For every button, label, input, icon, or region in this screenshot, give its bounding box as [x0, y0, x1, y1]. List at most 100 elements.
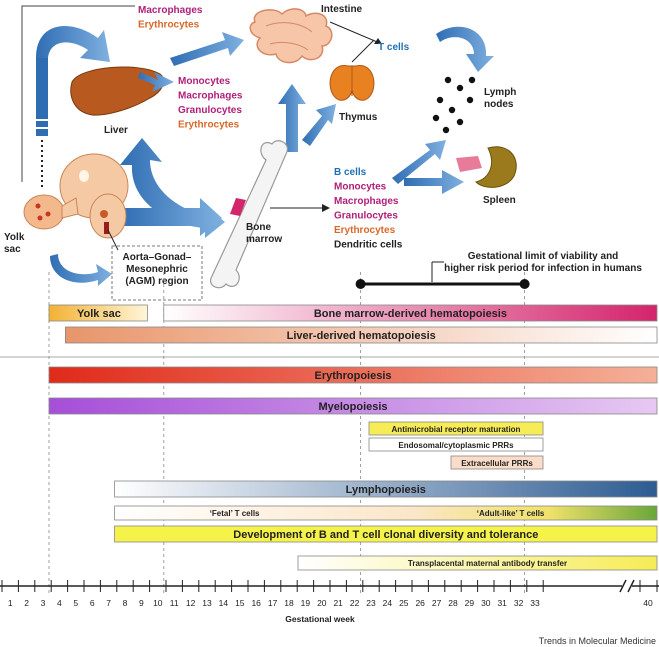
bone-to-cells-arrowhead: [322, 204, 330, 212]
week-tick-label: 20: [317, 598, 327, 608]
yolk-sac-illustration: [23, 194, 79, 230]
cell-type-label: Macrophages: [138, 5, 203, 16]
week-tick-label: 24: [383, 598, 393, 608]
intestine-tcells-arrowhead: [374, 38, 382, 44]
marrow-to-lymph-arrow: [392, 140, 446, 184]
agm-pointer-line: [107, 229, 119, 251]
thymus-label: Thymus: [339, 112, 378, 123]
yolk-sac-connector-line: [21, 5, 135, 140]
embryo-to-liver-curved-arrow: [120, 138, 225, 238]
marrow-to-thymus-arrow: [302, 104, 336, 146]
week-tick-label: 7: [106, 598, 111, 608]
marrow-to-spleen-arrow: [404, 170, 464, 194]
cell-type-label: Macrophages: [334, 196, 399, 207]
viability-range-start-dot: [355, 279, 366, 289]
yolk-to-agm-arrow: [50, 254, 112, 286]
cell-type-label: B cells: [334, 167, 367, 178]
week-tick-label: 16: [251, 598, 261, 608]
spleen-label: Spleen: [483, 195, 516, 206]
development-bar-label: Development of B and T cell clonal diver…: [233, 529, 538, 541]
timeline: Yolk sac Bone marrow-derived hematopoiesi…: [0, 272, 659, 624]
liver-bar: Liver-derived hematopoiesis: [65, 326, 658, 344]
agm-to-bone-marrow-arrow: [120, 198, 222, 236]
fetal-tcells-label: ‘Fetal’ T cells: [210, 509, 260, 518]
lymphopoiesis-bar: Lymphopoiesis: [114, 480, 658, 498]
antimicrobial-bar-label: Antimicrobial receptor maturation: [392, 425, 521, 434]
agm-box: [111, 245, 203, 301]
myelopoiesis-bar-label: Myelopoiesis: [318, 401, 387, 413]
thymus-to-tcells-line: [351, 39, 375, 63]
intestine-illustration: [249, 8, 333, 64]
credit-text: Trends in Molecular Medicine: [539, 636, 656, 646]
cell-type-label: Monocytes: [178, 76, 231, 87]
week-tick-label: 26: [415, 598, 425, 608]
week-tick-label: 10: [153, 598, 163, 608]
week-tick-label: 2: [24, 598, 29, 608]
cell-type-label: Erythrocytes: [334, 225, 396, 236]
liver-bar-label: Liver-derived hematopoiesis: [287, 330, 436, 342]
viability-range-line: [355, 279, 530, 289]
cell-type-label: Dendritic cells: [334, 240, 403, 251]
yolk-sac-bar: Yolk sac: [48, 304, 148, 322]
week-tick-label: 27: [432, 598, 442, 608]
cell-type-label: T cells: [378, 42, 410, 53]
erythropoiesis-bar-label: Erythropoiesis: [314, 370, 391, 382]
axis-title: Gestational week: [285, 614, 355, 624]
cell-type-label: Macrophages: [178, 91, 243, 102]
tcell-bar: ‘Fetal’ T cells ‘Adult-like’ T cells: [114, 505, 658, 521]
cell-type-label: Erythrocytes: [138, 20, 200, 31]
week-tick-label: 8: [123, 598, 128, 608]
cell-type-label: Granulocytes: [334, 211, 398, 222]
bone-marrow-bar: Bone marrow-derived hematopoiesis: [163, 304, 658, 322]
week-tick-label: 14: [219, 598, 229, 608]
liver-illustration: [70, 66, 165, 116]
yolk-to-liver-arrow: [36, 26, 110, 62]
liver-to-intestine-arrow: [170, 32, 244, 66]
week-tick-label: 3: [41, 598, 46, 608]
week-tick-label: 5: [73, 598, 78, 608]
tcells-to-lymph-arrow: [436, 26, 494, 72]
cell-type-label: Granulocytes: [178, 105, 242, 116]
week-tick-label: 4: [57, 598, 62, 608]
week-tick-label: 1: [8, 598, 13, 608]
liver-to-cells-arrow: [138, 72, 174, 92]
extracellular-bar: Extracellular PRRs: [450, 455, 544, 470]
lymphopoiesis-bar-label: Lymphopoiesis: [346, 484, 426, 496]
antibody-transfer-bar: Transplacental maternal antibody transfe…: [297, 555, 658, 571]
marrow-to-intestine-arrow: [278, 84, 306, 152]
development-bar: Development of B and T cell clonal diver…: [114, 525, 658, 543]
week-tick-label: 9: [139, 598, 144, 608]
liver-label: Liver: [104, 125, 128, 136]
erythropoiesis-bar: Erythropoiesis: [48, 366, 658, 384]
week-tick-label: 40: [643, 598, 653, 608]
thymus-illustration: [329, 65, 375, 101]
viability-range-end-dot: [519, 279, 530, 289]
week-tick-label: 17: [268, 598, 278, 608]
embryo-illustration: [59, 153, 129, 239]
axis-break-mark: [627, 579, 635, 593]
antimicrobial-bar: Antimicrobial receptor maturation: [368, 421, 544, 436]
week-tick-label: 22: [350, 598, 360, 608]
adult-tcells-label: ‘Adult-like’ T cells: [477, 509, 545, 518]
week-tick-label: 25: [399, 598, 409, 608]
week-tick-label: 32: [514, 598, 524, 608]
cell-type-label: Monocytes: [334, 182, 387, 193]
week-tick-label: 29: [465, 598, 475, 608]
cell-type-label: Erythrocytes: [178, 120, 240, 131]
myelopoiesis-bar: Myelopoiesis: [48, 397, 658, 415]
week-tick-label: 23: [366, 598, 376, 608]
axis-break-mark: [619, 579, 627, 593]
yolk-sac-bar-label: Yolk sac: [77, 308, 121, 320]
timeline-bars: Yolk sac Bone marrow-derived hematopoiesi…: [48, 304, 658, 571]
week-tick-label: 19: [301, 598, 311, 608]
intestine-label: Intestine: [321, 4, 363, 15]
